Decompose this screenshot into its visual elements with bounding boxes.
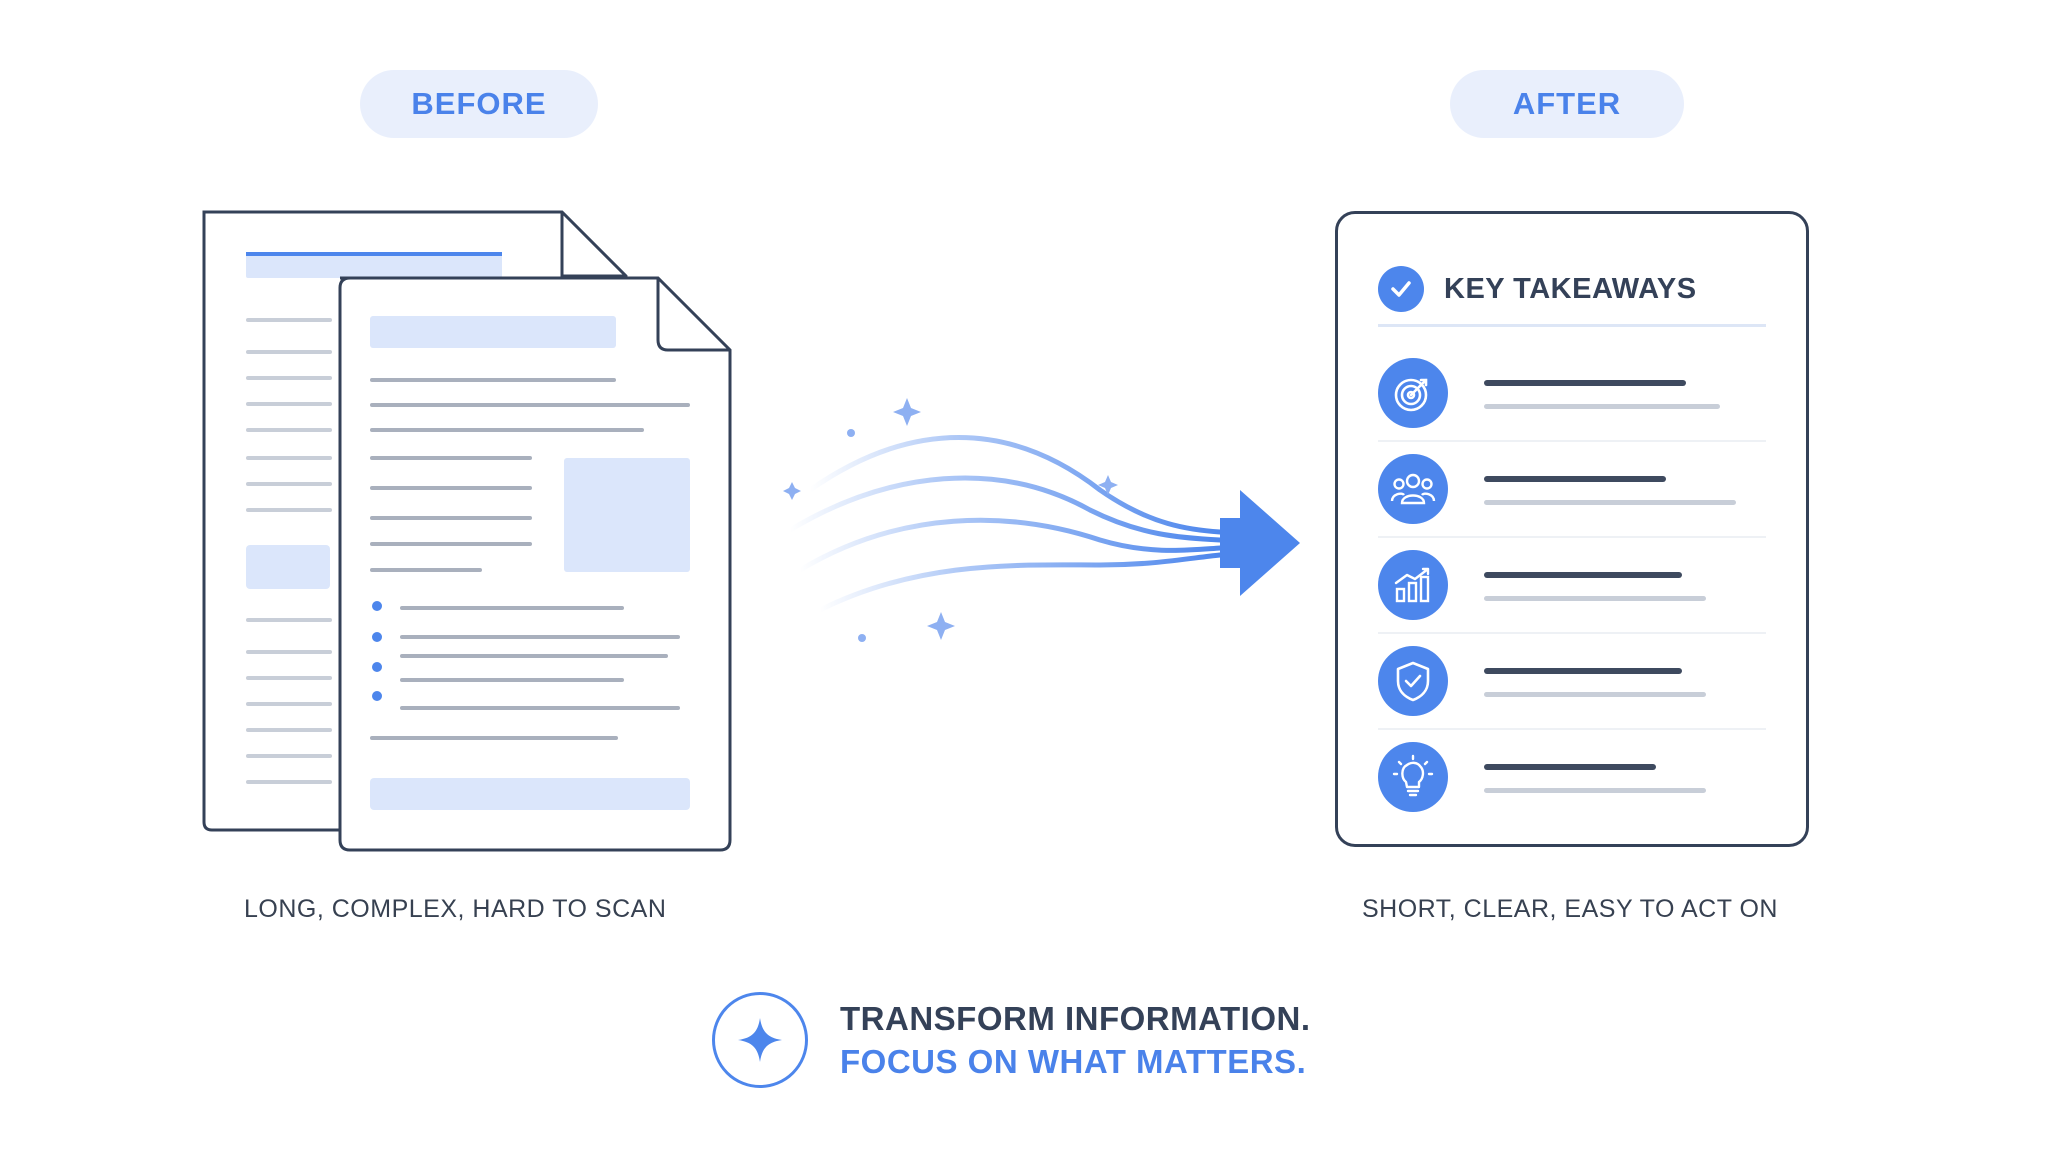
long-documents-illustration: [202, 210, 732, 852]
tagline-line-1: TRANSFORM INFORMATION.: [840, 1000, 1311, 1037]
after-label: AFTER: [1450, 70, 1684, 138]
takeaway-item: [1378, 634, 1766, 730]
after-caption: SHORT, CLEAR, EASY TO ACT ON: [1362, 895, 1778, 923]
before-label: BEFORE: [360, 70, 598, 138]
target-icon: [1378, 358, 1448, 428]
shield-check-icon: [1378, 646, 1448, 716]
card-header: KEY TAKEAWAYS: [1378, 259, 1766, 319]
front-document: [338, 276, 732, 852]
check-icon: [1378, 266, 1424, 312]
tagline: TRANSFORM INFORMATION. FOCUS ON WHAT MAT…: [712, 985, 1311, 1095]
before-caption: LONG, COMPLEX, HARD TO SCAN: [244, 895, 667, 923]
sparkle-icon: [783, 398, 1118, 642]
transform-flow-arrow: [783, 398, 1300, 642]
takeaway-item: [1378, 442, 1766, 538]
sparkle-icon: [712, 992, 808, 1088]
tagline-line-2: FOCUS ON WHAT MATTERS.: [840, 1043, 1307, 1080]
title-divider: [1378, 324, 1766, 327]
takeaway-item: [1378, 346, 1766, 442]
card-title: KEY TAKEAWAYS: [1444, 272, 1697, 305]
key-takeaways-card: KEY TAKEAWAYS: [1335, 211, 1809, 847]
team-icon: [1378, 454, 1448, 524]
takeaway-item: [1378, 538, 1766, 634]
takeaway-item: [1378, 730, 1766, 826]
lightbulb-icon: [1378, 742, 1448, 812]
growth-chart-icon: [1378, 550, 1448, 620]
